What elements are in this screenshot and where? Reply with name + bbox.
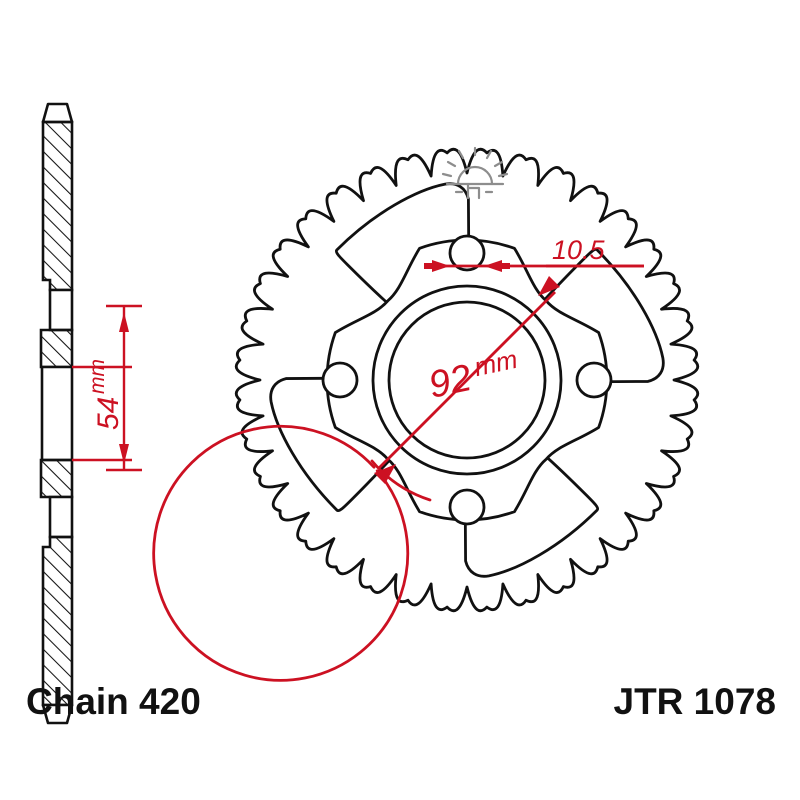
side-flange-bottom xyxy=(41,460,72,497)
side-notch-bottom xyxy=(48,495,74,539)
dim-label-92-value: 92 xyxy=(425,357,475,407)
sunburst-ray xyxy=(497,172,509,178)
dim-label-54-value: 54 xyxy=(92,397,125,430)
sunburst-ray xyxy=(485,149,493,160)
arrow-54-top xyxy=(119,312,129,332)
side-section-view xyxy=(39,102,74,725)
side-tooth-tip-top xyxy=(41,102,74,124)
teeth-outline xyxy=(234,147,700,613)
bolt-holes xyxy=(321,234,613,526)
sunburst-ray xyxy=(493,160,504,168)
bolt-circle-arc-segment xyxy=(370,459,432,502)
sunburst-icon xyxy=(441,146,509,200)
dimension-92mm xyxy=(152,276,560,682)
sunburst-ray xyxy=(457,149,465,160)
dim-tail-105-left xyxy=(424,263,436,269)
dim-tail-105-right xyxy=(498,263,510,269)
dim-line-92 xyxy=(378,291,556,469)
side-tooth-tip-bottom xyxy=(41,703,74,725)
arrow-105-left xyxy=(432,260,450,272)
side-notch-top xyxy=(48,288,74,332)
chain-label: Chain 420 xyxy=(26,681,201,722)
dim-label-105: 10.5 xyxy=(552,235,606,265)
bolt-hole-right xyxy=(575,361,613,399)
arrow-92-lower-left xyxy=(374,464,396,484)
sunburst-ray xyxy=(446,160,457,168)
sunburst-dome xyxy=(456,165,494,186)
dimension-10_5 xyxy=(424,260,644,272)
part-number-label: JTR 1078 xyxy=(614,681,777,722)
side-tooth-body-top xyxy=(43,122,72,290)
bolt-hole-bottom xyxy=(448,488,486,526)
sprocket-teeth-ring xyxy=(234,147,700,613)
sunburst-legs xyxy=(466,182,481,200)
arrow-54-bottom xyxy=(119,444,129,464)
dim-label-54-unit: mm xyxy=(86,359,109,394)
side-tooth-body-bottom xyxy=(43,537,72,705)
side-flange-top xyxy=(41,330,72,367)
arrow-105-right xyxy=(484,260,502,272)
side-central-web xyxy=(40,365,74,462)
dimension-54mm xyxy=(72,304,142,472)
bolt-circle-arc xyxy=(152,424,410,682)
arrow-92-upper-right xyxy=(538,276,560,296)
bolt-hole-top xyxy=(448,234,486,272)
bolt-hole-left xyxy=(321,361,359,399)
sunburst-ray xyxy=(441,172,453,178)
